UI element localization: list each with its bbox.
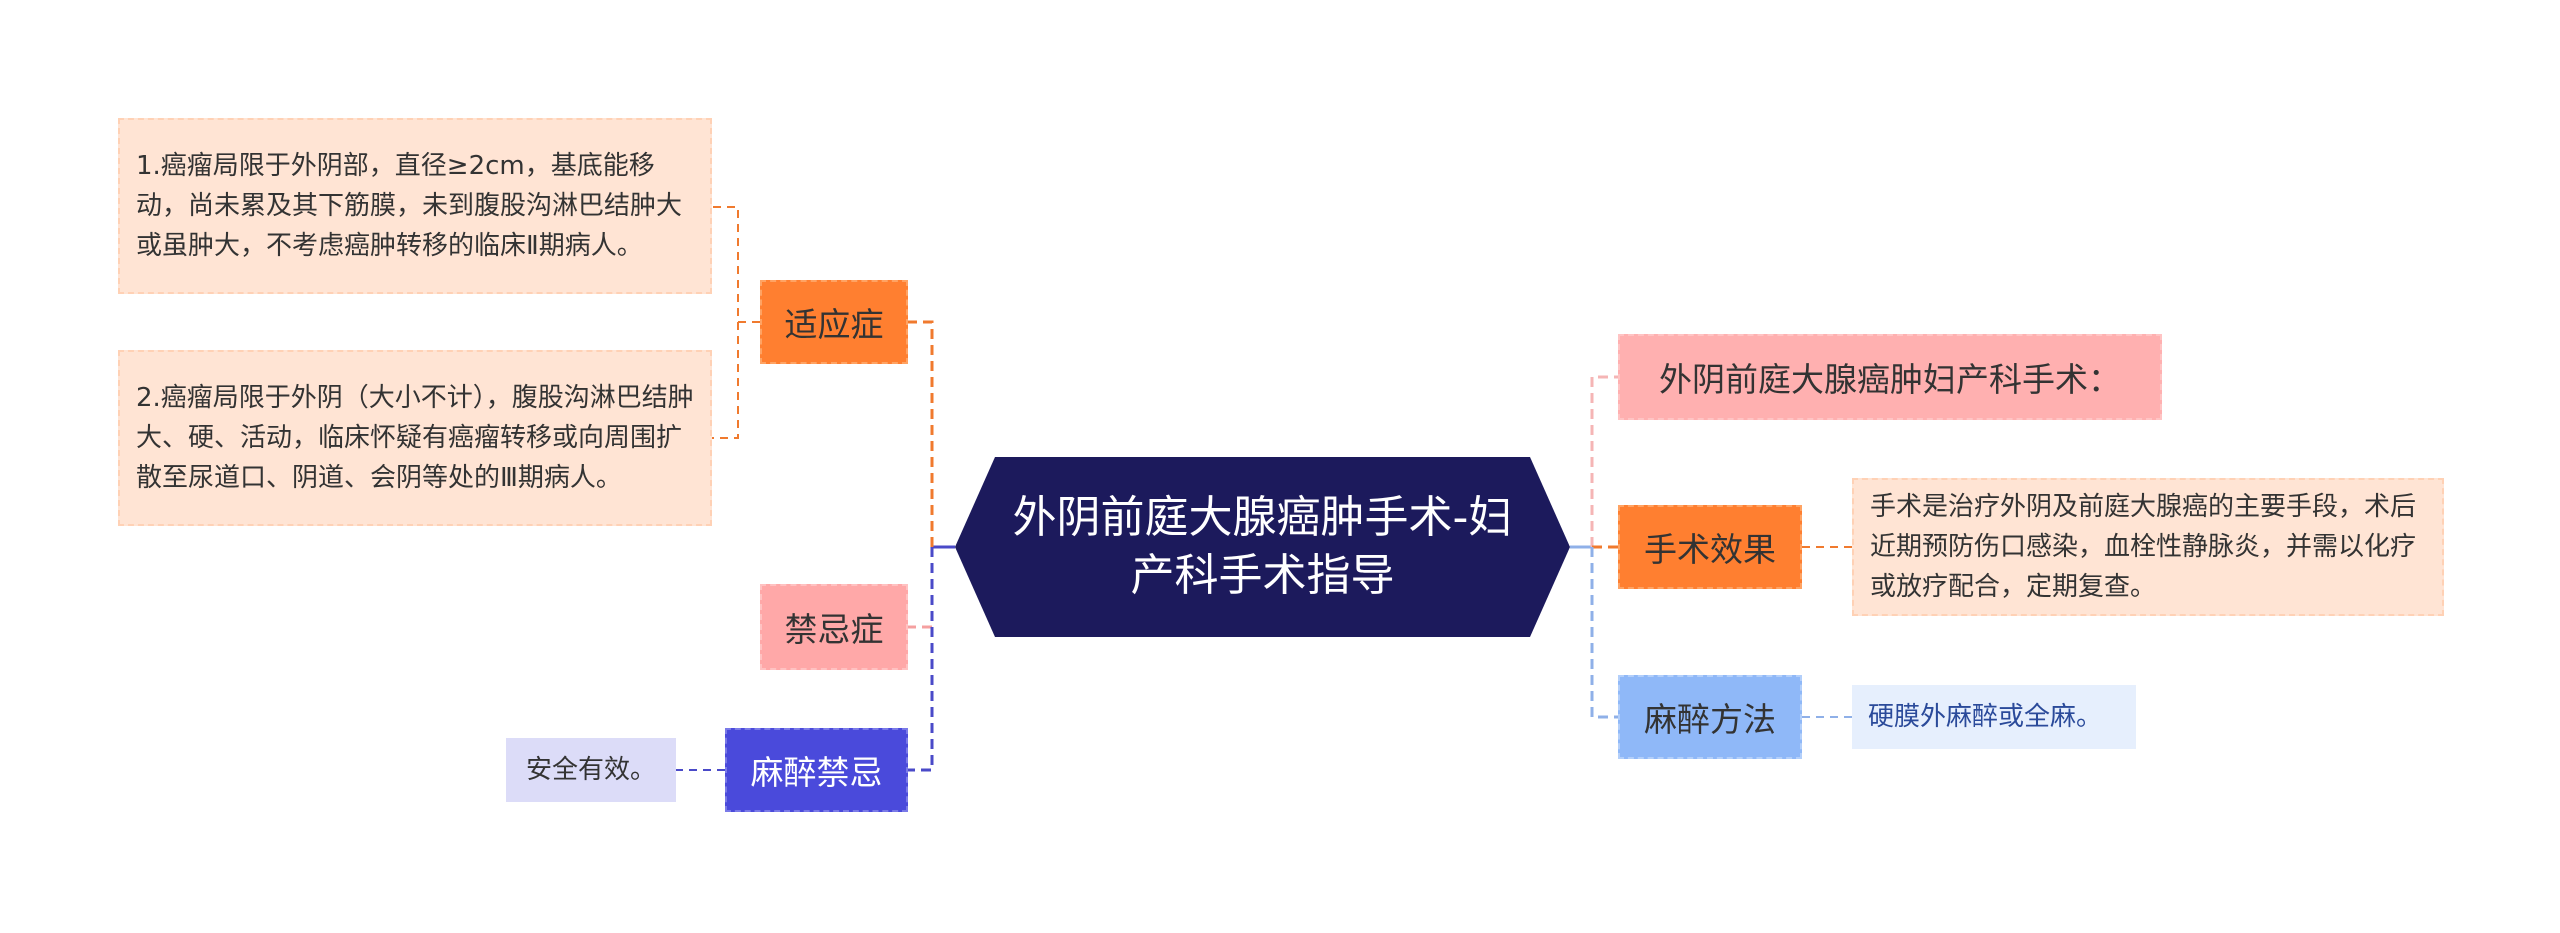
leaf-surgery-effect-text: 手术是治疗外阴及前庭大腺癌的主要手段，术后近期预防伤口感染，血栓性静脉炎，并需以… [1870, 492, 2417, 602]
branch-contraindications-label: 禁忌症 [784, 610, 884, 649]
root-title: 外阴前庭大腺癌肿手术-妇产科手术指导 [1012, 492, 1513, 601]
branch-anesthesia-contraindications-label: 麻醉禁忌 [750, 753, 883, 792]
branch-surgery-title-label: 外阴前庭大腺癌肿妇产科手术： [1659, 360, 2121, 399]
branch-contraindications[interactable]: 禁忌症 [760, 584, 908, 670]
branch-anesthesia-method[interactable]: 麻醉方法 [1618, 675, 1802, 759]
leaf-indications-stage2-text: 1.癌瘤局限于外阴部，直径≥2cm，基底能移动，尚未累及其下筋膜，未到腹股沟淋巴… [136, 151, 683, 261]
branch-surgery-title[interactable]: 外阴前庭大腺癌肿妇产科手术： [1618, 334, 2162, 420]
leaf-indications-stage3[interactable]: 2.癌瘤局限于外阴（大小不计），腹股沟淋巴结肿大、硬、活动，临床怀疑有癌瘤转移或… [118, 350, 712, 526]
link-root-surgery-title [1590, 375, 1618, 547]
branch-anesthesia-contraindications[interactable]: 麻醉禁忌 [725, 728, 908, 812]
link-root-anesthesia-contra [908, 547, 934, 772]
link-indications-leaf2 [712, 322, 739, 439]
link-root-indications [908, 320, 934, 547]
link-root-anesthesia-method [1590, 547, 1618, 719]
branch-anesthesia-method-label: 麻醉方法 [1644, 700, 1776, 739]
leaf-indications-stage2[interactable]: 1.癌瘤局限于外阴部，直径≥2cm，基底能移动，尚未累及其下筋膜，未到腹股沟淋巴… [118, 118, 712, 294]
leaf-anesthesia-method-text: 硬膜外麻醉或全麻。 [1868, 702, 2103, 732]
branch-surgery-effect[interactable]: 手术效果 [1618, 505, 1802, 589]
branch-surgery-effect-label: 手术效果 [1644, 530, 1776, 569]
link-indications-leaf1 [712, 206, 760, 323]
root-hexagon-shape [955, 457, 1570, 637]
leaf-anesthesia-contra-safe-text: 安全有效。 [525, 755, 656, 785]
leaf-surgery-effect[interactable]: 手术是治疗外阴及前庭大腺癌的主要手段，术后近期预防伤口感染，血栓性静脉炎，并需以… [1852, 478, 2444, 616]
link-root-contraindications [908, 547, 934, 629]
branch-indications[interactable]: 适应症 [760, 280, 908, 364]
leaf-anesthesia-contra-safe[interactable]: 安全有效。 [506, 738, 676, 802]
root-topic[interactable]: 外阴前庭大腺癌肿手术-妇产科手术指导 [955, 457, 1570, 637]
leaf-indications-stage3-text: 2.癌瘤局限于外阴（大小不计），腹股沟淋巴结肿大、硬、活动，临床怀疑有癌瘤转移或… [136, 383, 694, 493]
leaf-anesthesia-method[interactable]: 硬膜外麻醉或全麻。 [1852, 685, 2136, 749]
branch-indications-label: 适应症 [784, 305, 884, 344]
